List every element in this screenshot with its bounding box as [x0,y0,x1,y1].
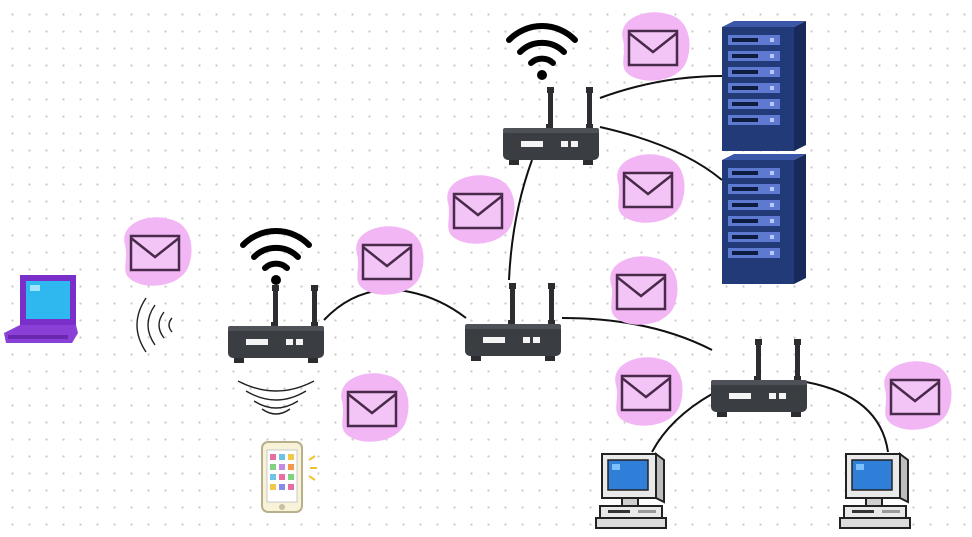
wireless-signal-smartphone [237,380,315,415]
link-router-top-router-center [508,159,533,281]
server-icon [722,21,806,151]
link-router-center-router-right [561,317,713,351]
wifi-icon [509,26,575,80]
link-router-right-desktop-1 [651,393,713,453]
message-envelope-icon [615,153,686,225]
smartphone-icon [261,441,317,513]
link-router-left-router-center [323,288,467,321]
message-envelope-icon [608,255,679,327]
message-envelope-icon [339,372,410,444]
wifi-icon [243,231,309,285]
message-envelope-icon [354,225,425,297]
link-router-top-server-2 [599,126,723,181]
laptop-icon [4,275,78,343]
link-router-top-server-1 [599,75,723,99]
message-envelope-icon [613,356,684,428]
router-icon [711,339,807,417]
message-envelope-icon [445,174,516,246]
router-icon [465,283,561,361]
message-envelope-icon [882,360,953,432]
router-icon [503,87,599,165]
link-router-right-desktop-2 [805,381,889,453]
desktop-computer-icon [839,453,911,529]
wireless-signal-laptop [136,297,173,353]
desktop-computer-icon [595,453,667,529]
message-envelope-icon [122,216,193,288]
network-links [323,75,889,453]
router-icon [228,285,324,363]
server-icon [722,154,806,284]
message-envelope-icon [620,11,691,83]
